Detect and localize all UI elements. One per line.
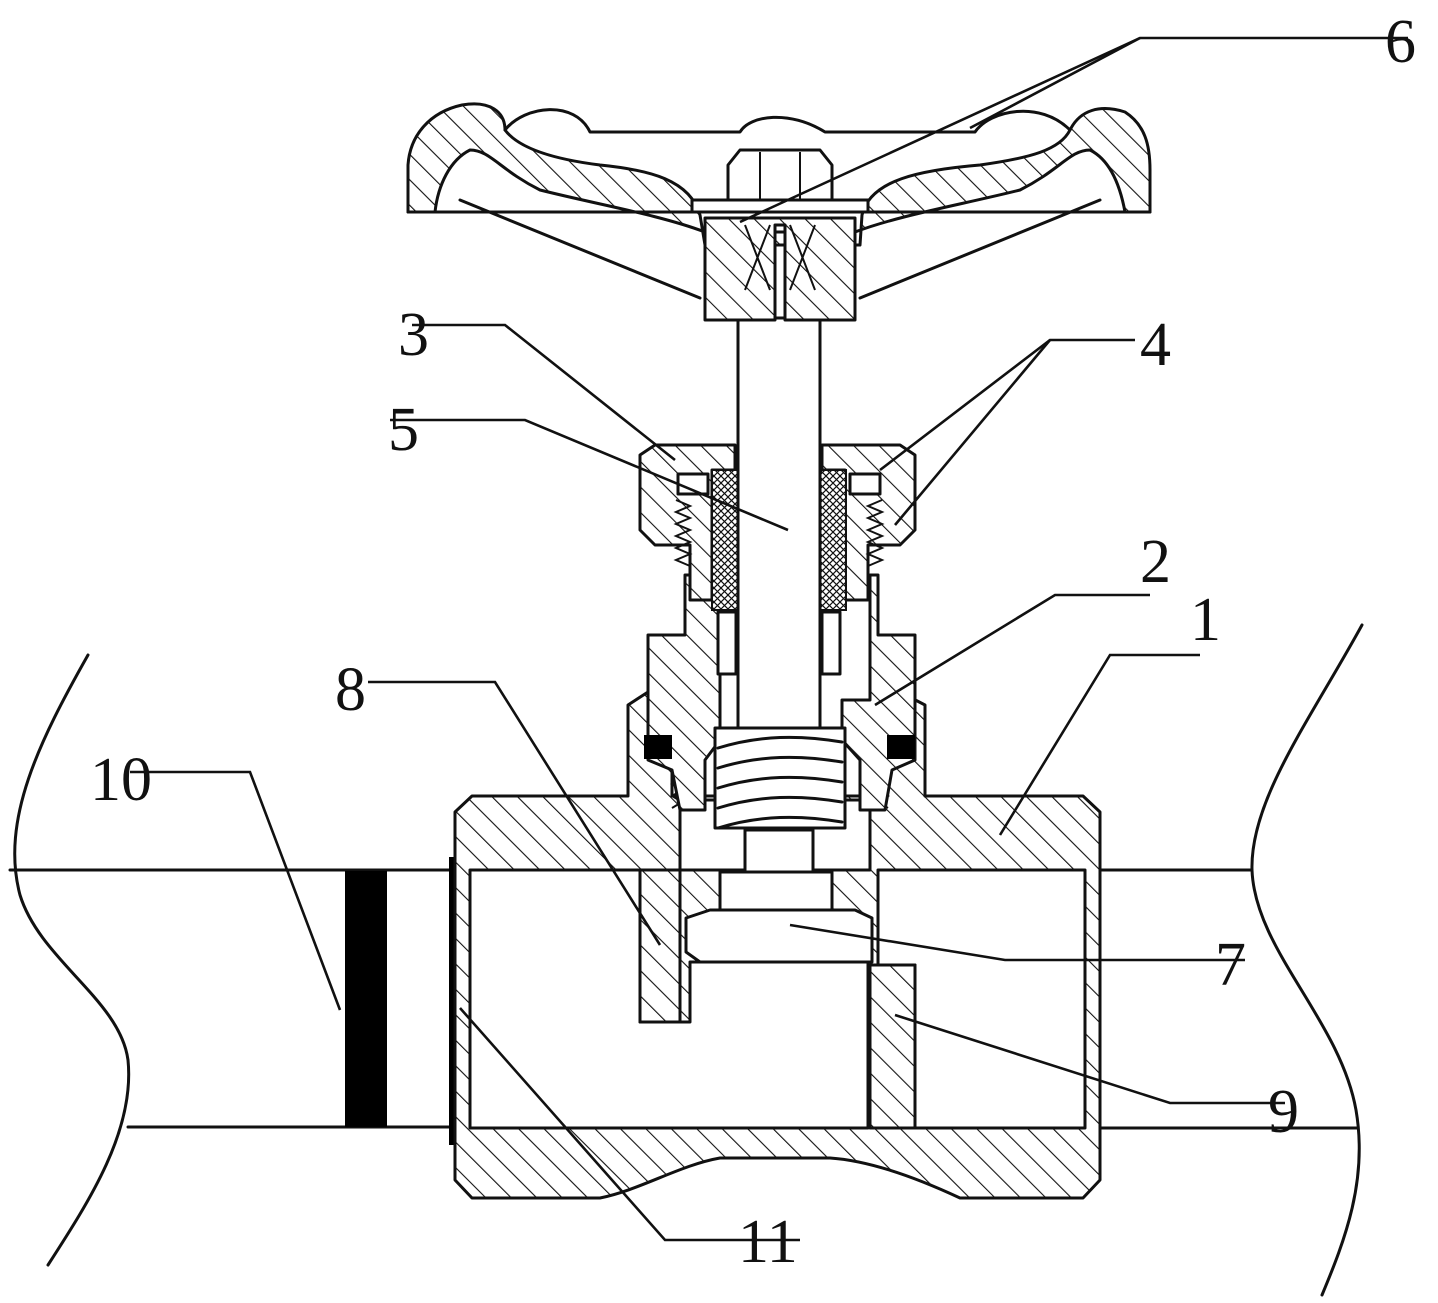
leader-7	[789, 923, 1245, 962]
leader-lines	[130, 36, 1408, 1242]
handwheel-6	[406, 102, 1152, 322]
packing-5	[711, 469, 847, 611]
left-pipe	[8, 653, 457, 1267]
leader-4-a	[879, 338, 1135, 472]
label-3: 3	[398, 301, 429, 369]
label-5: 5	[388, 396, 419, 464]
label-2: 2	[1140, 528, 1171, 596]
label-11: 11	[738, 1208, 798, 1276]
label-9: 9	[1268, 1078, 1299, 1146]
leader-3	[412, 323, 676, 462]
leader-8	[368, 680, 662, 946]
label-10: 10	[90, 746, 152, 814]
right-pipe	[1098, 623, 1364, 1297]
label-7: 7	[1215, 931, 1246, 999]
leader-1	[998, 653, 1200, 836]
label-1: 1	[1190, 586, 1221, 654]
leader-10	[130, 770, 342, 1011]
label-8: 8	[335, 656, 366, 724]
leader-4-b	[894, 339, 1051, 526]
leader-9	[894, 1013, 1285, 1105]
pipe-band-10	[345, 871, 387, 1127]
leader-5	[390, 418, 789, 532]
label-6: 6	[1385, 8, 1416, 76]
leader-11	[459, 1007, 800, 1242]
bonnet-2	[644, 573, 917, 812]
valve-disc-7	[684, 870, 874, 964]
leader-6-b	[969, 36, 1141, 130]
valve-stem-3	[713, 316, 847, 877]
part-labels: 1 2 3 4 5 6 7 8 9 10 11	[90, 8, 1416, 1276]
label-4: 4	[1140, 311, 1171, 379]
leader-2	[874, 593, 1150, 707]
